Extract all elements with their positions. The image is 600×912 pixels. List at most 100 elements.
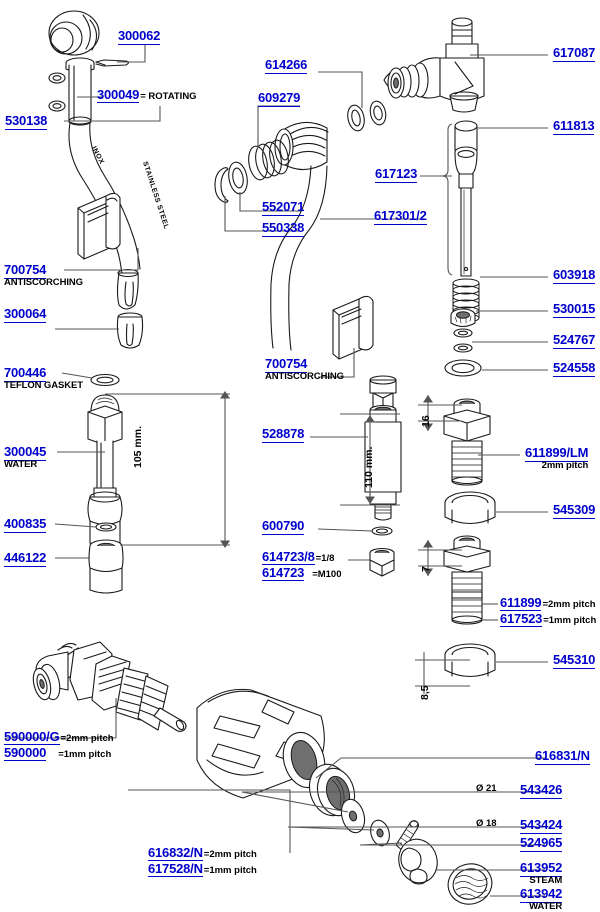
label-446122[interactable]: 446122 <box>4 550 47 567</box>
part-number-530015[interactable]: 530015 <box>553 301 596 318</box>
label-616831N[interactable]: 616831/N <box>535 748 590 765</box>
label-617528N[interactable]: 617528/N =1mm pitch <box>148 862 257 877</box>
part-number-700754-center[interactable]: 700754 <box>265 356 308 373</box>
part-number-603918[interactable]: 603918 <box>553 267 596 284</box>
part-number-543424[interactable]: 543424 <box>520 817 563 834</box>
part-590000G-note: =2mm pitch <box>60 733 114 744</box>
label-700754-center[interactable]: 700754 ANTISCORCHING <box>265 356 344 382</box>
part-number-543426[interactable]: 543426 <box>520 782 563 799</box>
part-number-524558[interactable]: 524558 <box>553 360 596 377</box>
part-number-616831N[interactable]: 616831/N <box>535 748 590 765</box>
part-number-545309[interactable]: 545309 <box>553 502 596 519</box>
part-614723-8-note: =1/8 <box>315 553 335 564</box>
part-611899-note: =2mm pitch <box>542 599 596 610</box>
label-617123[interactable]: 617123 <box>375 166 418 183</box>
part-number-300049[interactable]: 300049 <box>97 87 140 103</box>
label-611813[interactable]: 611813 <box>553 118 595 135</box>
label-300049[interactable]: 300049 = ROTATING <box>97 88 197 103</box>
label-617301-2[interactable]: 617301/2 <box>374 208 427 225</box>
part-number-609279[interactable]: 609279 <box>258 90 301 107</box>
label-700446[interactable]: 700446 TEFLON GASKET <box>4 365 83 391</box>
part-number-446122[interactable]: 446122 <box>4 550 47 567</box>
label-613942[interactable]: 613942 WATER <box>520 886 562 912</box>
label-543426[interactable]: Ø 21 543426 <box>476 782 563 799</box>
label-617523[interactable]: 617523 =1mm pitch <box>500 612 596 627</box>
label-550338[interactable]: 550338 <box>262 220 305 237</box>
part-group-bottom-valve <box>32 641 187 733</box>
part-number-617523[interactable]: 617523 <box>500 611 543 627</box>
label-590000G[interactable]: 590000/G =2mm pitch <box>4 730 114 745</box>
part-number-300064[interactable]: 300064 <box>4 306 47 323</box>
part-543426-dia: Ø 21 <box>476 783 497 794</box>
part-number-545310[interactable]: 545310 <box>553 652 596 669</box>
part-number-400835[interactable]: 400835 <box>4 516 47 533</box>
label-528878[interactable]: 528878 <box>262 426 305 443</box>
part-number-611899LM[interactable]: 611899/LM <box>525 445 589 462</box>
label-614723-8[interactable]: 614723/8 =1/8 <box>262 550 334 565</box>
part-613952-steam-knob <box>398 838 438 885</box>
label-543424[interactable]: Ø 18 543424 <box>476 817 563 834</box>
label-300045[interactable]: 300045 WATER <box>4 444 46 470</box>
part-number-616832N[interactable]: 616832/N <box>148 845 203 861</box>
part-543426-washer <box>340 798 366 834</box>
label-609279[interactable]: 609279 <box>258 90 301 107</box>
label-614723[interactable]: 614723 =M100 <box>262 566 342 581</box>
label-611899[interactable]: 611899 =2mm pitch <box>500 596 596 611</box>
label-524965[interactable]: 524965 <box>520 835 563 852</box>
label-545310[interactable]: 545310 <box>553 652 596 669</box>
label-530138[interactable]: 530138 <box>5 113 48 130</box>
label-617087[interactable]: 617087 <box>553 45 596 62</box>
label-400835[interactable]: 400835 <box>4 516 47 533</box>
part-number-617087[interactable]: 617087 <box>553 45 596 62</box>
part-number-700446[interactable]: 700446 <box>4 365 47 382</box>
part-number-524965[interactable]: 524965 <box>520 835 563 852</box>
part-number-530138[interactable]: 530138 <box>5 113 48 130</box>
label-552071[interactable]: 552071 <box>262 199 305 216</box>
label-545309[interactable]: 545309 <box>553 502 596 519</box>
part-number-613942[interactable]: 613942 <box>520 886 563 903</box>
part-number-611813[interactable]: 611813 <box>553 118 595 135</box>
dimension-7: 7 <box>420 566 432 572</box>
label-300064[interactable]: 300064 <box>4 306 47 323</box>
part-700754-center-note: ANTISCORCHING <box>265 371 344 382</box>
part-700754-left-note: ANTISCORCHING <box>4 277 83 288</box>
label-614266[interactable]: 614266 <box>265 57 308 74</box>
part-number-528878[interactable]: 528878 <box>262 426 305 443</box>
part-number-552071[interactable]: 552071 <box>262 199 305 216</box>
part-number-617123[interactable]: 617123 <box>375 166 418 183</box>
part-group-water-tap <box>87 373 123 547</box>
part-616832N-note: =2mm pitch <box>203 849 257 860</box>
label-530015[interactable]: 530015 <box>553 301 596 318</box>
label-613952[interactable]: 613952 STEAM <box>520 860 562 886</box>
part-number-617301-2[interactable]: 617301/2 <box>374 208 427 225</box>
label-603918[interactable]: 603918 <box>553 267 596 284</box>
part-number-700754-left[interactable]: 700754 <box>4 262 47 279</box>
part-number-524767[interactable]: 524767 <box>553 332 596 349</box>
part-number-614723-8[interactable]: 614723/8 <box>262 549 315 565</box>
part-number-613952[interactable]: 613952 <box>520 860 563 877</box>
label-700754-left[interactable]: 700754 ANTISCORCHING <box>4 262 83 288</box>
part-number-600790[interactable]: 600790 <box>262 518 305 535</box>
part-number-614723[interactable]: 614723 <box>262 565 305 581</box>
part-543424-dia: Ø 18 <box>476 818 497 829</box>
part-number-611899[interactable]: 611899 <box>500 595 542 611</box>
label-616832N[interactable]: 616832/N =2mm pitch <box>148 846 257 861</box>
part-group-grip-center <box>332 295 374 360</box>
label-524558[interactable]: 524558 <box>553 360 596 377</box>
part-number-300045[interactable]: 300045 <box>4 444 47 461</box>
label-600790[interactable]: 600790 <box>262 518 305 535</box>
label-590000[interactable]: 590000 =1mm pitch <box>4 746 111 761</box>
part-300064-nozzle <box>116 312 144 349</box>
label-611899LM[interactable]: 611899/LM 2mm pitch <box>525 445 588 471</box>
part-446122-cap <box>88 539 124 594</box>
part-number-590000[interactable]: 590000 <box>4 745 47 761</box>
label-524767[interactable]: 524767 <box>553 332 596 349</box>
part-number-614266[interactable]: 614266 <box>265 57 308 74</box>
part-300049-note: = ROTATING <box>140 91 197 102</box>
dimension-lines <box>105 391 470 694</box>
label-300062[interactable]: 300062 <box>118 28 161 45</box>
part-number-590000G[interactable]: 590000/G <box>4 729 60 745</box>
part-number-300062[interactable]: 300062 <box>118 28 161 45</box>
part-number-617528N[interactable]: 617528/N <box>148 861 203 877</box>
part-number-550338[interactable]: 550338 <box>262 220 305 237</box>
